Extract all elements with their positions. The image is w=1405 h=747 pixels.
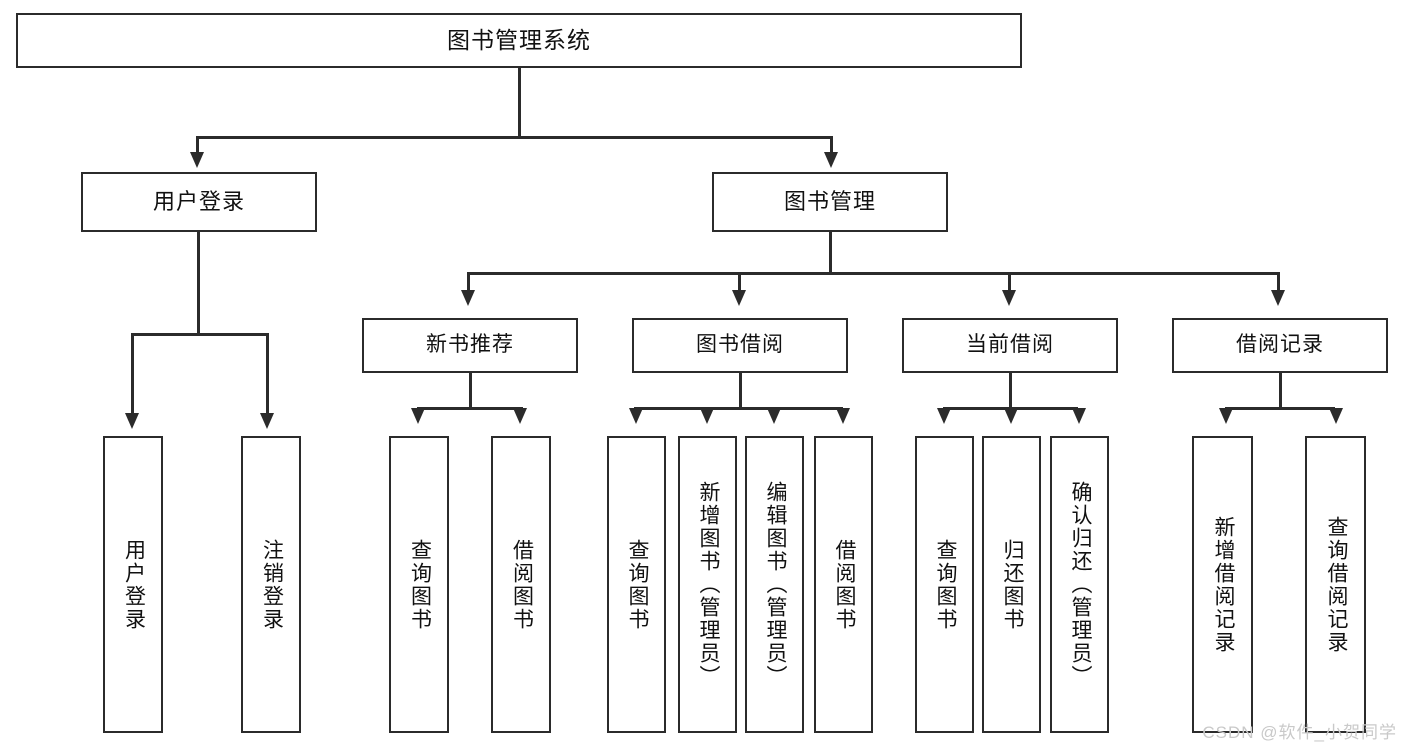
connector-bm-drop-1 <box>467 272 470 292</box>
connector-bm-drop-2 <box>738 272 741 292</box>
arrowhead-to-user-login <box>190 152 204 168</box>
node-label: 注销登录 <box>260 538 284 631</box>
connector-br-stem <box>1279 373 1282 409</box>
connector-nbr-stem <box>469 373 472 409</box>
arrowhead-user-login-leaf-1 <box>125 413 139 429</box>
connector-bm-drop-4 <box>1277 272 1280 292</box>
node-label: 用户登录 <box>122 538 146 631</box>
arrowhead-br-leaf-2 <box>1329 408 1343 424</box>
connector-book-management-stem <box>829 232 832 274</box>
connector-root-stem <box>518 68 521 138</box>
arrowhead-br-leaf-1 <box>1219 408 1233 424</box>
arrowhead-to-book-management <box>824 152 838 168</box>
node-new-book-recommend[interactable]: 新书推荐 <box>362 318 578 373</box>
node-label: 查询图书 <box>408 538 432 631</box>
arrowhead-user-login-leaf-2 <box>260 413 274 429</box>
node-user-login[interactable]: 用户登录 <box>81 172 317 232</box>
arrowhead-cb-leaf-1 <box>937 408 951 424</box>
connector-bm-drop-3 <box>1008 272 1011 292</box>
connector-user-login-bar <box>131 333 266 336</box>
leaf-new-book-recommend-2[interactable]: 借阅图书 <box>491 436 551 733</box>
connector-user-login-drop-1 <box>131 333 134 415</box>
leaf-book-borrow-3[interactable]: 编辑图书（管理员） <box>745 436 804 733</box>
arrowhead-cb-leaf-2 <box>1004 408 1018 424</box>
connector-bb-stem <box>739 373 742 409</box>
node-book-borrow[interactable]: 图书借阅 <box>632 318 848 373</box>
connector-nbr-bar <box>417 407 523 410</box>
node-label: 新增图书（管理员） <box>696 481 720 688</box>
leaf-new-book-recommend-1[interactable]: 查询图书 <box>389 436 449 733</box>
node-label: 编辑图书（管理员） <box>763 481 787 688</box>
leaf-book-borrow-1[interactable]: 查询图书 <box>607 436 666 733</box>
arrowhead-bb-leaf-2 <box>700 408 714 424</box>
node-label: 归还图书 <box>1000 538 1024 631</box>
node-label: 查询图书 <box>625 538 649 631</box>
leaf-borrow-record-2[interactable]: 查询借阅记录 <box>1305 436 1366 733</box>
node-label: 用户登录 <box>152 189 245 215</box>
node-label: 借阅图书 <box>832 538 856 631</box>
arrowhead-cb-leaf-3 <box>1072 408 1086 424</box>
leaf-current-borrow-2[interactable]: 归还图书 <box>982 436 1041 733</box>
arrowhead-bb-leaf-1 <box>629 408 643 424</box>
arrowhead-to-borrow-record <box>1271 290 1285 306</box>
arrowhead-bb-leaf-3 <box>767 408 781 424</box>
node-label: 当前借阅 <box>966 333 1054 357</box>
leaf-book-borrow-4[interactable]: 借阅图书 <box>814 436 873 733</box>
arrowhead-nbr-leaf-2 <box>513 408 527 424</box>
connector-br-bar <box>1225 407 1335 410</box>
connector-bb-bar <box>634 407 843 410</box>
node-label: 查询图书 <box>933 538 957 631</box>
leaf-user-login-2[interactable]: 注销登录 <box>241 436 301 733</box>
arrowhead-to-new-book-recommend <box>461 290 475 306</box>
connector-cb-stem <box>1009 373 1012 409</box>
node-borrow-record[interactable]: 借阅记录 <box>1172 318 1388 373</box>
arrowhead-to-current-borrow <box>1002 290 1016 306</box>
node-label: 借阅记录 <box>1236 333 1324 357</box>
leaf-user-login-1[interactable]: 用户登录 <box>103 436 163 733</box>
node-current-borrow[interactable]: 当前借阅 <box>902 318 1118 373</box>
node-root-book-management-system[interactable]: 图书管理系统 <box>16 13 1022 68</box>
leaf-current-borrow-1[interactable]: 查询图书 <box>915 436 974 733</box>
leaf-borrow-record-1[interactable]: 新增借阅记录 <box>1192 436 1253 733</box>
node-label: 图书借阅 <box>696 333 784 357</box>
node-label: 查询借阅记录 <box>1324 515 1348 654</box>
node-label: 新增借阅记录 <box>1211 515 1235 654</box>
connector-root-bar <box>196 136 833 139</box>
node-label: 图书管理系统 <box>447 27 591 54</box>
node-label: 确认归还（管理员） <box>1068 481 1092 688</box>
node-label: 新书推荐 <box>426 333 514 357</box>
connector-user-login-stem <box>197 232 200 335</box>
connector-book-management-bar <box>467 272 1280 275</box>
node-book-management[interactable]: 图书管理 <box>712 172 948 232</box>
leaf-current-borrow-3[interactable]: 确认归还（管理员） <box>1050 436 1109 733</box>
arrowhead-nbr-leaf-1 <box>411 408 425 424</box>
connector-root-drop-book-management <box>830 136 833 154</box>
connector-user-login-drop-2 <box>266 333 269 415</box>
connector-root-drop-user-login <box>196 136 199 154</box>
arrowhead-bb-leaf-4 <box>836 408 850 424</box>
node-label: 借阅图书 <box>510 538 534 631</box>
node-label: 图书管理 <box>783 189 876 215</box>
arrowhead-to-book-borrow <box>732 290 746 306</box>
leaf-book-borrow-2[interactable]: 新增图书（管理员） <box>678 436 737 733</box>
